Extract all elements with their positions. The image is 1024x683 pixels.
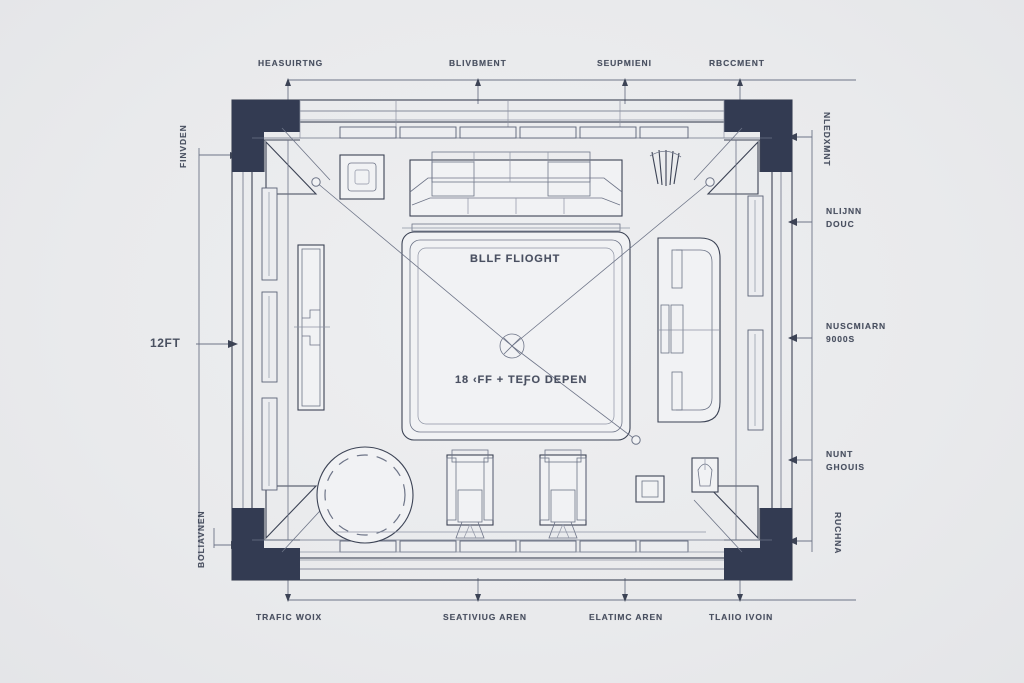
callout-bottom-3: ELATIMC AREN (589, 612, 664, 622)
furniture-armchair-right (539, 449, 587, 539)
callout-right-3: NUSCMIARN 9000S (826, 321, 887, 344)
left-wall-windows (261, 140, 330, 540)
outer-walls (231, 99, 793, 581)
furniture-armchair-left (446, 449, 494, 539)
furniture-side-table-left (339, 154, 385, 200)
furniture-sofa-top (409, 151, 623, 232)
wall-corner-blocks (232, 100, 792, 580)
dimension-lines (196, 78, 856, 602)
top-wall-band (252, 100, 772, 139)
callout-right-4: NUNT GHOUIS (826, 449, 865, 472)
callout-bottom-1: TRAFIC WOIX (256, 612, 323, 622)
bottom-wall-band (252, 539, 772, 553)
furniture-plant-stand (691, 457, 719, 493)
furniture-round-rug (316, 446, 414, 544)
callout-left-1: FINVDEN (178, 124, 188, 168)
callout-top-3: SEUPMIENI (597, 58, 652, 68)
room-annotation-center-dimension: 18 ‹FF + TEƒO DEPEN (455, 374, 588, 386)
dimension-label-left: 12FT (150, 336, 181, 350)
callout-left-2: BOLIAVNEN (196, 510, 206, 568)
leader-network (311, 177, 715, 445)
callout-top-2: BLIVBMENT (449, 58, 507, 68)
callout-bottom-4: TLAIIO IVOIN (709, 612, 774, 622)
callout-top-1: HEASUIRTNG (258, 58, 324, 68)
furniture-sofa-right (657, 237, 721, 423)
callout-right-1: NLEDXMNT (822, 112, 832, 167)
right-wall-windows (735, 140, 764, 540)
furniture-console-small (635, 475, 665, 503)
furniture-floor-lamp (649, 149, 682, 186)
center-area-rug (401, 231, 631, 441)
callout-right-5: RUCHNA (833, 512, 843, 555)
callout-right-2: NLIJNN DOUC (826, 206, 863, 229)
callout-top-4: RBCCMENT (709, 58, 765, 68)
corner-bevels (263, 127, 761, 553)
room-annotation-center-top: BLLF FLIOGHT (470, 253, 561, 265)
floor-rails (336, 227, 706, 533)
callout-bottom-2: SEATIVIUG AREN (443, 612, 527, 622)
